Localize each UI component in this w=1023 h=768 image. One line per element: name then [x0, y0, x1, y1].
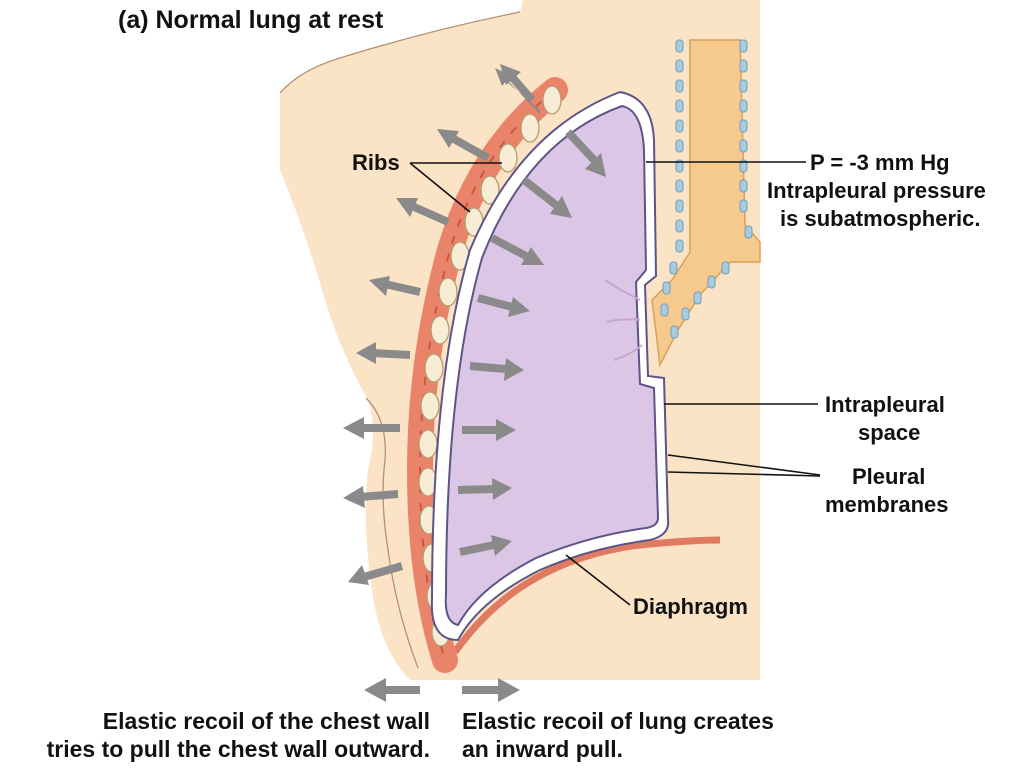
- label-pressure-desc-2: is subatmospheric.: [780, 206, 981, 231]
- arrowheads-inward: [491, 153, 606, 556]
- label-intrapleural-space-2: space: [858, 420, 920, 445]
- rib-muscle-dark: [418, 89, 556, 661]
- label-diaphragm: Diaphragm: [633, 594, 748, 619]
- leader-lines: [409, 161, 821, 606]
- legend-inward-arrow: [462, 678, 520, 702]
- label-intrapleural-space-1: Intrapleural: [825, 392, 945, 417]
- legend-lung-1: Elastic recoil of lung creates: [462, 708, 774, 734]
- legend-chest-wall-1: Elastic recoil of the chest wall: [103, 708, 430, 734]
- arrows-inward: [457, 129, 597, 556]
- label-ribs: Ribs: [352, 150, 400, 175]
- label-pleural-membranes-1: Pleural: [852, 464, 925, 489]
- arrowheads-outward: [343, 64, 521, 585]
- legend-outward-arrow: [364, 678, 420, 702]
- label-pressure-desc-1: Intrapleural pressure: [767, 178, 986, 203]
- figure-title: (a) Normal lung at rest: [118, 6, 384, 34]
- label-pleural-membranes-2: membranes: [825, 492, 949, 517]
- arrows-outward: [359, 74, 536, 581]
- diaphragm: [452, 536, 721, 655]
- label-pressure: P = -3 mm Hg: [810, 150, 950, 175]
- legend-chest-wall-2: tries to pull the chest wall outward.: [47, 736, 430, 762]
- lung-bronchi: [604, 279, 643, 361]
- body-outline: [279, 11, 521, 94]
- cartilage-right: [670, 39, 753, 339]
- legend-lung-2: an inward pull.: [462, 736, 623, 762]
- cartilage-left: [660, 39, 684, 317]
